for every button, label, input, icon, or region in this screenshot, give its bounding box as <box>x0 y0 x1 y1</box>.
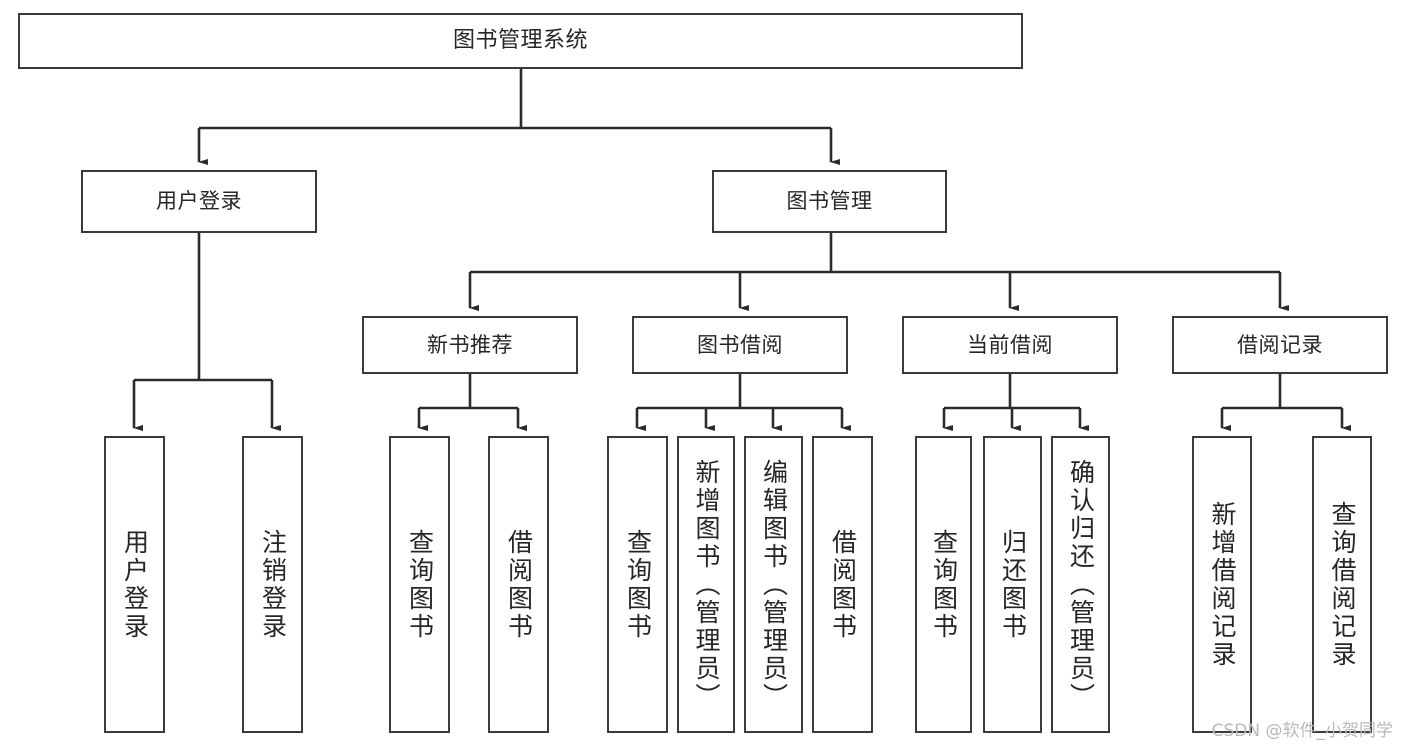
node-book-borrow-label: 图书借阅 <box>697 332 783 357</box>
node-new-book-recommend-label: 新书推荐 <box>427 332 513 357</box>
node-leaf-add-record-label: 新增借阅记录 <box>1208 500 1237 669</box>
node-current-borrow[interactable]: 当前借阅 <box>902 316 1118 374</box>
node-leaf-borrow-book-2-label: 借阅图书 <box>828 528 858 641</box>
node-leaf-query-book-3-label: 查询图书 <box>929 528 959 641</box>
node-user-login[interactable]: 用户登录 <box>81 170 317 233</box>
node-book-manage-label: 图书管理 <box>786 189 873 214</box>
node-leaf-add-book[interactable]: 新增图书（管理员） <box>677 436 735 733</box>
node-leaf-confirm-return[interactable]: 确认归还（管理员） <box>1051 436 1110 733</box>
node-leaf-query-book-2[interactable]: 查询图书 <box>607 436 668 733</box>
node-leaf-add-book-label: 新增图书（管理员） <box>692 458 721 711</box>
node-leaf-add-record[interactable]: 新增借阅记录 <box>1192 436 1252 733</box>
node-leaf-return-book-label: 归还图书 <box>998 528 1028 641</box>
node-leaf-logout[interactable]: 注销登录 <box>242 436 303 733</box>
node-leaf-query-book-1[interactable]: 查询图书 <box>389 436 450 733</box>
node-leaf-logout-label: 注销登录 <box>258 528 288 641</box>
node-leaf-edit-book[interactable]: 编辑图书（管理员） <box>744 436 803 733</box>
node-leaf-borrow-book-1-label: 借阅图书 <box>504 528 534 641</box>
node-book-manage[interactable]: 图书管理 <box>712 170 947 233</box>
node-root-label: 图书管理系统 <box>452 28 588 54</box>
node-leaf-edit-book-label: 编辑图书（管理员） <box>759 458 789 711</box>
node-borrow-record-label: 借阅记录 <box>1237 332 1323 357</box>
node-current-borrow-label: 当前借阅 <box>967 332 1053 357</box>
node-leaf-query-book-1-label: 查询图书 <box>405 528 435 641</box>
node-leaf-borrow-book-2[interactable]: 借阅图书 <box>812 436 873 733</box>
node-leaf-user-login[interactable]: 用户登录 <box>104 436 165 733</box>
node-new-book-recommend[interactable]: 新书推荐 <box>362 316 578 374</box>
node-leaf-confirm-return-label: 确认归还（管理员） <box>1066 458 1096 711</box>
node-leaf-borrow-book-1[interactable]: 借阅图书 <box>488 436 549 733</box>
node-leaf-query-book-2-label: 查询图书 <box>623 528 653 641</box>
node-leaf-query-record[interactable]: 查询借阅记录 <box>1312 436 1372 733</box>
node-borrow-record[interactable]: 借阅记录 <box>1172 316 1388 374</box>
node-leaf-user-login-label: 用户登录 <box>120 528 150 641</box>
node-book-borrow[interactable]: 图书借阅 <box>632 316 848 374</box>
node-leaf-return-book[interactable]: 归还图书 <box>983 436 1042 733</box>
node-leaf-query-record-label: 查询借阅记录 <box>1328 500 1357 669</box>
watermark: CSDN @软件_小贺同学 <box>1211 721 1393 741</box>
node-leaf-query-book-3[interactable]: 查询图书 <box>915 436 972 733</box>
node-root[interactable]: 图书管理系统 <box>18 13 1023 69</box>
node-user-login-label: 用户登录 <box>156 189 242 214</box>
